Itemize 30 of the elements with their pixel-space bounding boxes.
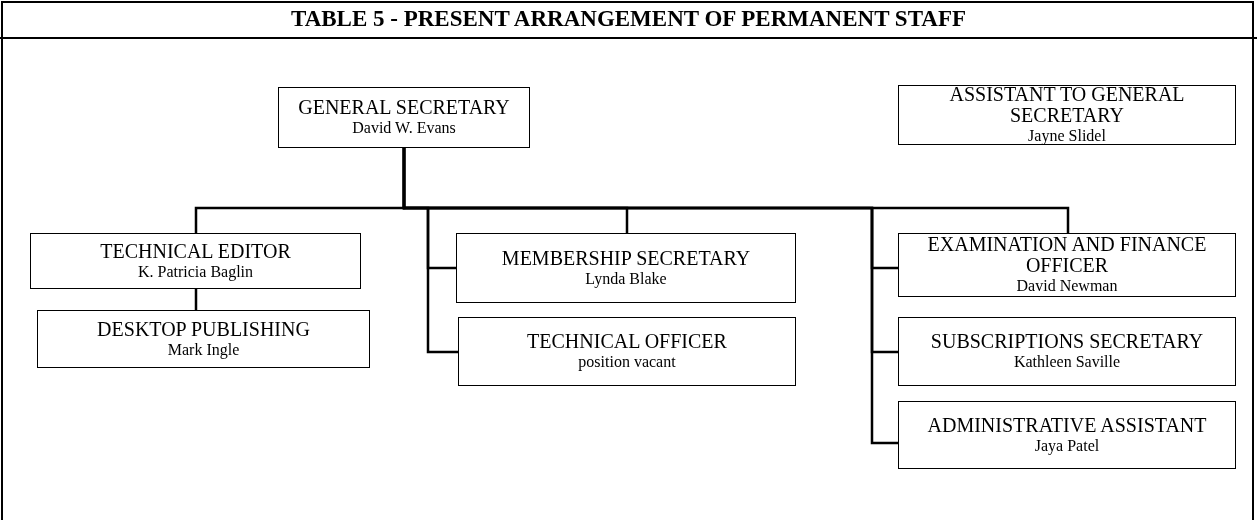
staff-name: K. Patricia Baglin xyxy=(137,261,254,282)
job-title: DESKTOP PUBLISHING xyxy=(97,318,310,340)
staff-name: David Newman xyxy=(1016,276,1118,296)
staff-name: position vacant xyxy=(578,352,676,372)
table-title: TABLE 5 - PRESENT ARRANGEMENT OF PERMANENT STAFF xyxy=(290,6,967,32)
job-title: SUBSCRIPTIONS SECRETARY xyxy=(930,331,1204,352)
position-box xyxy=(30,233,361,289)
job-title: ASSISTANT TO GENERAL SECRETARY xyxy=(948,84,1186,126)
job-title: GENERAL SECRETARY xyxy=(298,97,510,118)
staff-name: Lynda Blake xyxy=(585,268,667,289)
staff-name: Jayne Slidel xyxy=(1028,126,1106,146)
job-title: TECHNICAL OFFICER xyxy=(527,331,727,352)
position-box xyxy=(898,317,1236,386)
position-box xyxy=(37,310,370,368)
staff-name: Kathleen Saville xyxy=(1013,352,1121,372)
connector-line xyxy=(194,287,198,310)
position-box xyxy=(898,233,1236,297)
staff-name: David W. Evans xyxy=(352,118,456,138)
connector-line xyxy=(402,148,898,445)
position-box xyxy=(898,85,1236,145)
position-box xyxy=(278,87,530,148)
staff-name: Mark Ingle xyxy=(167,339,240,360)
job-title: TECHNICAL EDITOR xyxy=(100,240,291,262)
job-title: ADMINISTRATIVE ASSISTANT xyxy=(927,414,1207,436)
position-box xyxy=(898,401,1236,469)
job-title: EXAMINATION AND FINANCE OFFICER xyxy=(926,234,1208,276)
staff-name: Jaya Patel xyxy=(1034,435,1100,456)
job-title: MEMBERSHIP SECRETARY xyxy=(501,247,751,269)
position-box xyxy=(458,317,796,386)
position-box xyxy=(456,233,796,303)
